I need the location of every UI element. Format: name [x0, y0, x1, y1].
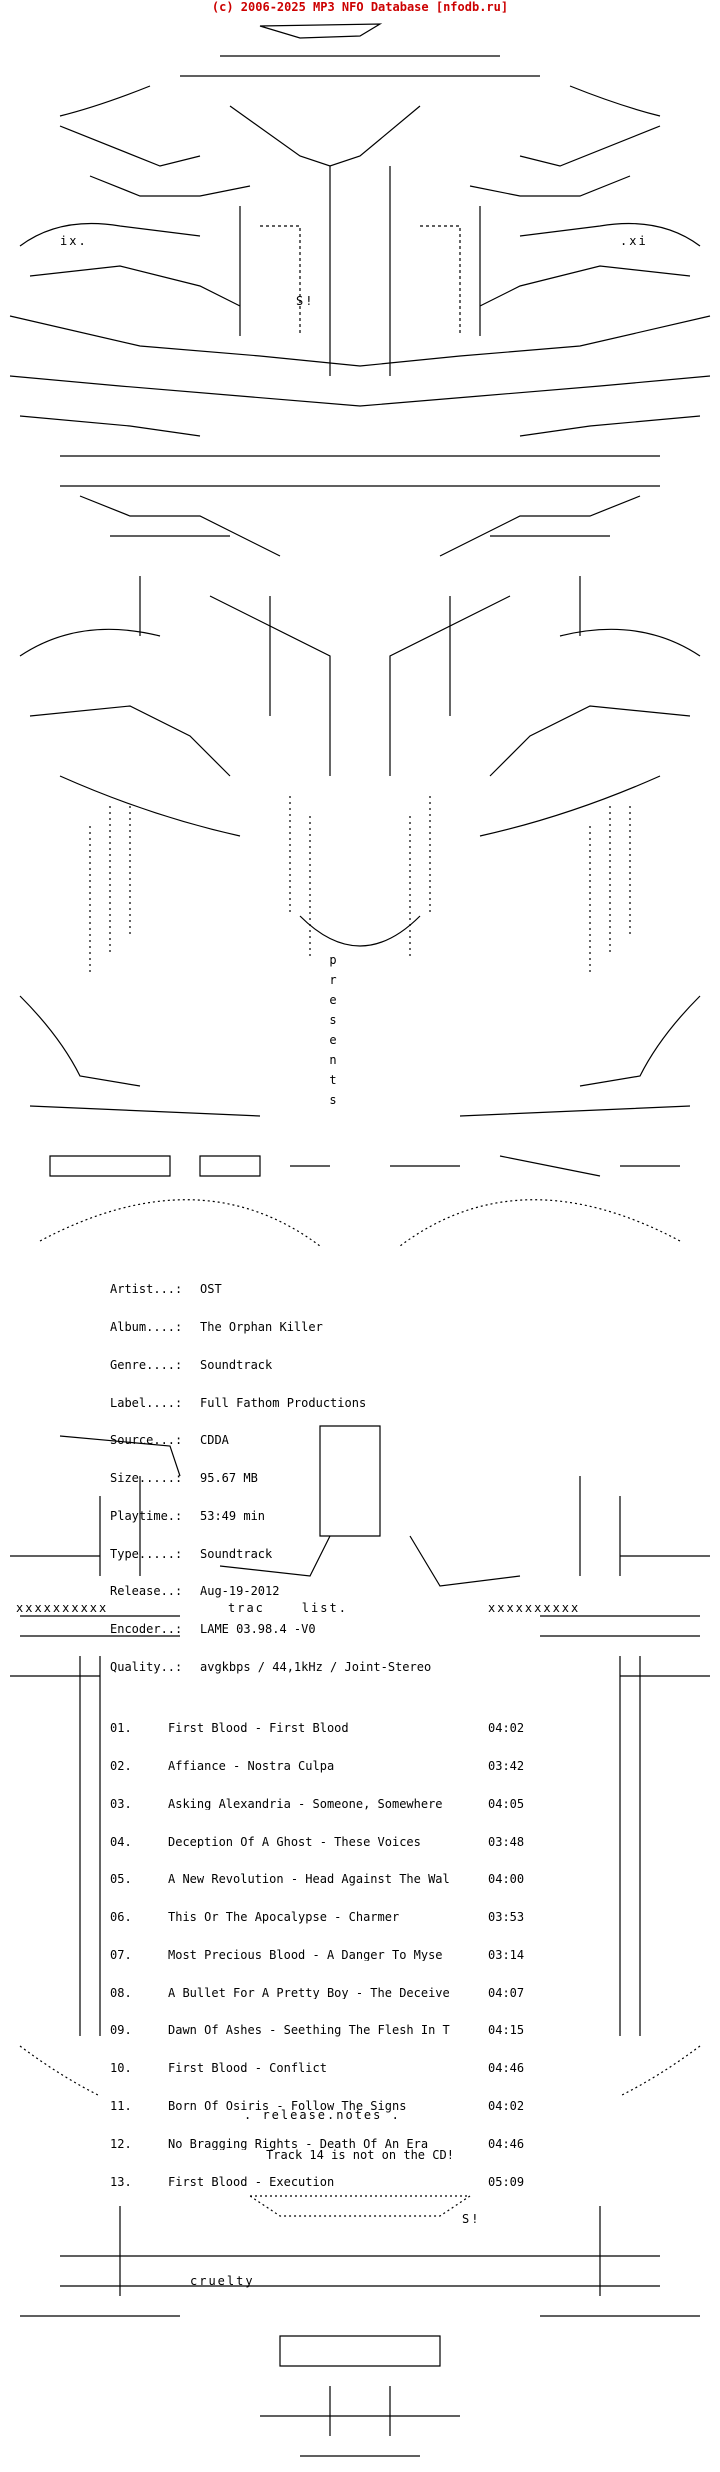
s-tag-footer: S! — [462, 2212, 481, 2226]
ascii-art-decoration — [9, 23, 711, 2457]
info-row: Size.....:95.67 MB — [110, 1471, 258, 1486]
info-row: Playtime.:53:49 min — [110, 1508, 266, 1523]
presents-vertical-text: p r e s e n t s — [326, 950, 340, 1110]
x-row-right: xxxxxxxxxx — [488, 1601, 581, 1615]
footer-label-cruelty: cruelty — [190, 2274, 255, 2288]
info-row: Quality..:avgkbps / 44,1kHz / Joint-Ster… — [110, 1660, 432, 1674]
presents-letter: s — [329, 1093, 337, 1107]
presents-letter: s — [329, 1013, 337, 1027]
track-row: 03.Asking Alexandria - Someone, Somewher… — [110, 1796, 525, 1811]
s-tag: S! — [296, 294, 315, 308]
info-row: Encoder..:LAME 03.98.4 -V0 — [110, 1622, 316, 1637]
presents-letter: p — [329, 953, 337, 967]
presents-letter: e — [329, 1033, 337, 1047]
track-row: 07.Most Precious Blood - A Danger To Mys… — [110, 1947, 525, 1962]
info-row: Artist...:OST — [110, 1282, 222, 1297]
info-row: Type.....:Soundtrack — [110, 1546, 273, 1561]
track-row: 05.A New Revolution - Head Against The W… — [110, 1872, 525, 1887]
ix-tag: ix. — [60, 234, 88, 248]
presents-letter: t — [329, 1073, 337, 1087]
track-row: 08.A Bullet For A Pretty Boy - The Decei… — [110, 1985, 525, 2000]
info-row: Source...:CDDA — [110, 1433, 229, 1448]
presents-letter: e — [329, 993, 337, 1007]
presents-letter: n — [329, 1053, 337, 1067]
info-row: Album....:The Orphan Killer — [110, 1319, 323, 1334]
info-row: Release..:Aug-19-2012 — [110, 1584, 280, 1599]
info-row: Label....:Full Fathom Productions — [110, 1395, 367, 1410]
tracklist-label: trac list. — [228, 1601, 348, 1615]
release-info: Artist...:OST Album....:The Orphan Kille… — [110, 1258, 431, 1686]
xi-tag: .xi — [620, 234, 648, 248]
presents-letter: r — [329, 973, 337, 987]
info-row: Genre....:Soundtrack — [110, 1357, 273, 1372]
nfo-database-header: (c) 2006-2025 MP3 NFO Database [nfodb.ru… — [211, 0, 509, 14]
track-row: 09.Dawn Of Ashes - Seething The Flesh In… — [110, 2023, 525, 2038]
x-row-left: xxxxxxxxxx — [16, 1601, 109, 1615]
release-note-text: Track 14 is not on the CD! — [266, 2148, 454, 2162]
release-notes-label: . release.notes . — [244, 2108, 401, 2122]
